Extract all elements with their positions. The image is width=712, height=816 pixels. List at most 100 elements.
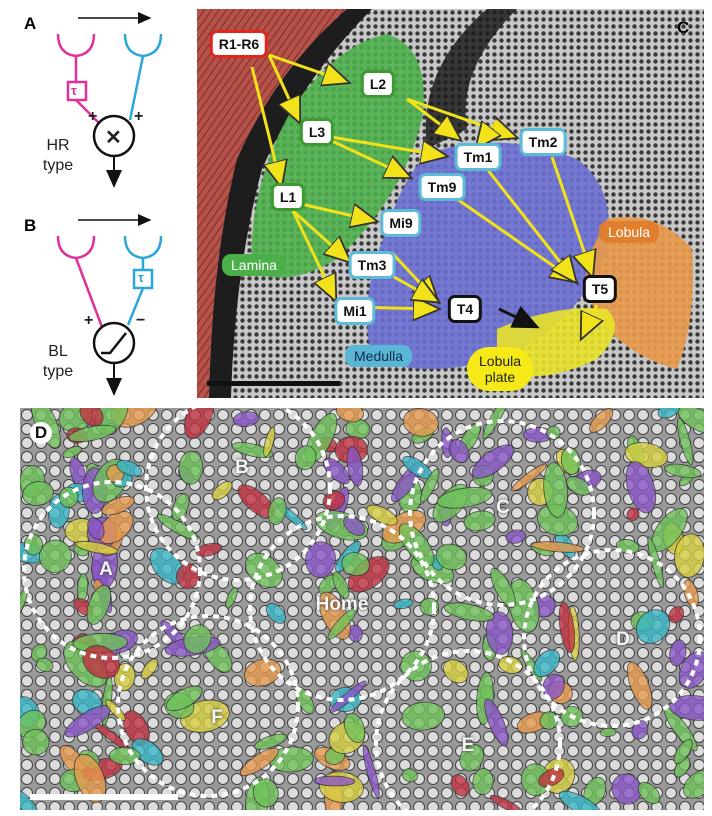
segmented-neurite [450, 774, 470, 797]
segmented-neurite [30, 643, 48, 662]
segmented-neurite [62, 446, 82, 458]
segmented-neurite [98, 510, 134, 545]
segmented-neurite [459, 743, 484, 772]
segmented-neurite [482, 408, 511, 440]
panel-label-b: B [24, 216, 37, 235]
segmented-neurite [507, 578, 540, 633]
segmented-neurite [313, 775, 356, 787]
segmented-neurite [341, 552, 370, 577]
node-mi9: Mi9 [380, 209, 422, 237]
segmented-neurite [589, 408, 614, 433]
segmented-neurite [74, 540, 119, 555]
segmented-neurite [346, 446, 364, 487]
segmented-neurite [678, 651, 704, 689]
scale-bar-c [207, 381, 340, 386]
segmented-neurite [566, 476, 591, 496]
segmented-neurite [442, 659, 469, 684]
segmented-neurite [498, 656, 523, 674]
rectifier-icon [101, 332, 127, 355]
zone-label-c: C [496, 497, 510, 518]
segmented-neurite [674, 533, 704, 578]
segmented-neurite [673, 739, 693, 765]
zone-label-home: Home [315, 594, 369, 615]
panel-label-c: C [677, 18, 690, 37]
segmented-neurite [511, 463, 548, 492]
segmented-neurite [560, 446, 581, 476]
bl-type-line2: type [42, 363, 74, 380]
segmented-neurite [22, 480, 54, 507]
segmented-neurite [178, 450, 204, 485]
segmented-neurite [294, 445, 317, 471]
segmented-neurite [141, 658, 159, 680]
segmented-neurite [626, 661, 653, 710]
segmented-neurite [86, 584, 112, 625]
segmented-neurite [484, 698, 509, 747]
segmented-neurite [335, 408, 364, 423]
hr-bl-schematics [56, 12, 163, 396]
segmented-neurite [263, 426, 276, 458]
segmented-neurite [252, 778, 279, 808]
segmented-neurite [58, 486, 79, 508]
segmented-neurite [663, 463, 702, 479]
segmented-neurite [472, 768, 494, 796]
bl-type-label: BL type [28, 342, 88, 382]
segmented-neurite [490, 567, 516, 609]
segmented-neurite [36, 657, 54, 673]
segmented-neurite [539, 711, 559, 730]
segmentation-field [20, 408, 704, 810]
segmented-neurite [626, 507, 640, 521]
segmented-neurite [327, 606, 358, 640]
segmented-neurite [183, 624, 212, 654]
sign-left-b: + [84, 312, 94, 329]
segmented-neurite [366, 504, 398, 526]
node-tm3: Tm3 [348, 251, 396, 279]
scale-bar-d [30, 794, 178, 800]
node-tm2: Tm2 [519, 128, 567, 156]
segmented-neurite [402, 768, 418, 783]
photoreceptor-right-b [123, 235, 163, 260]
region-label-medulla: Medulla [345, 345, 413, 367]
segmented-neurite [677, 417, 694, 466]
node-l1: L1 [270, 183, 306, 211]
panel-label-d: D [30, 422, 52, 444]
segmented-neurite [489, 795, 523, 810]
segmented-neurite [558, 601, 576, 654]
segmented-neurite [211, 480, 233, 501]
segmented-neurite [443, 602, 495, 622]
segmented-neurite [485, 611, 514, 655]
segmented-neurite [435, 543, 467, 571]
segmented-neurite [245, 552, 283, 588]
segmented-neurite [362, 745, 380, 799]
segmented-neurite [253, 733, 288, 750]
segmented-neurite [635, 609, 671, 644]
segmented-neurite [558, 790, 602, 810]
photoreceptor-right-a [123, 33, 163, 58]
node-mi1: Mi1 [334, 297, 376, 325]
segmented-neurite [344, 712, 366, 743]
segmented-neurite [87, 517, 105, 540]
segmented-neurite [668, 606, 685, 624]
zone-label-d: D [616, 629, 630, 650]
segmented-neurite [436, 486, 493, 509]
photoreceptor-left-a [56, 33, 96, 58]
em-segmentation-image: A B C D E F Home [20, 408, 704, 810]
segmented-neurite [471, 444, 515, 479]
nonlinearity-circle [92, 321, 136, 365]
segmented-neurite [101, 495, 135, 516]
optic-lobe-image: R1-R6 L2 L3 L1 Tm1 Tm2 Tm9 Mi9 Tm3 Mi1 T… [197, 9, 704, 398]
zone-label-b: B [235, 457, 249, 478]
segmented-neurite [669, 639, 687, 667]
segmented-neurite [68, 424, 117, 442]
photoreceptor-left-b [56, 235, 96, 260]
segmented-neurite [683, 769, 704, 799]
segmented-neurite [195, 542, 223, 557]
sign-right-a: + [134, 108, 144, 125]
segmented-neurite [240, 747, 279, 777]
hr-type-label: HR type [28, 136, 88, 176]
node-t4: T4 [447, 295, 483, 323]
segmented-neurite [156, 513, 199, 541]
segmented-neurite [232, 411, 260, 427]
panel-label-a: A [24, 14, 37, 33]
sign-left-a: + [88, 108, 98, 125]
